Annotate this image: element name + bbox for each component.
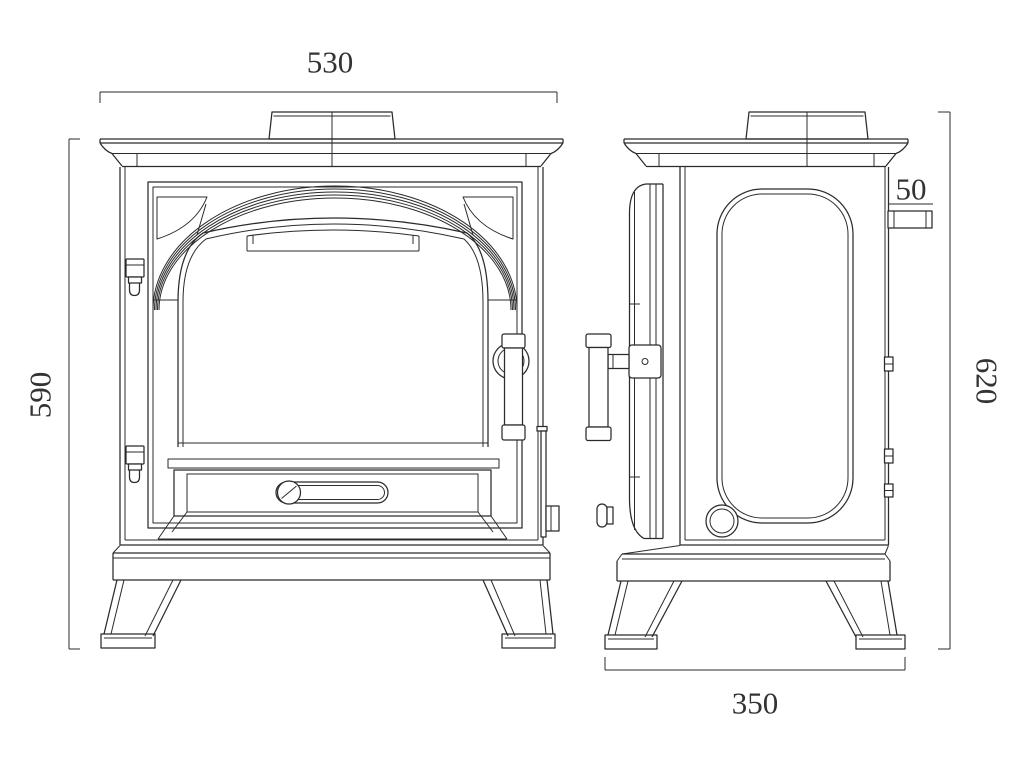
dim-width: 530: [99, 45, 558, 103]
front-top-plate: [99, 138, 564, 168]
side-view: [585, 111, 933, 650]
dim-height-total-label: 620: [970, 358, 1005, 405]
rear-flue-outlet: [887, 210, 933, 229]
front-leg-right: [482, 579, 556, 649]
side-leg-front: [604, 580, 683, 650]
side-door-handle: [585, 333, 662, 442]
dim-depth: 350: [604, 657, 906, 721]
side-top-plate: [623, 138, 909, 168]
side-body: [679, 167, 890, 546]
front-arch: [152, 185, 518, 311]
dim-width-label: 530: [307, 45, 354, 80]
front-baffle-plate: [246, 229, 420, 252]
side-leg-rear: [825, 580, 906, 650]
front-ash-drawer: [157, 458, 508, 540]
front-hinge-top: [125, 258, 145, 297]
side-panel-recess: [716, 188, 854, 524]
side-base-plinth: [616, 545, 891, 582]
front-base-plinth: [112, 545, 551, 581]
front-hinge-bottom: [125, 445, 145, 484]
dim-flue-offset: 50: [888, 172, 933, 207]
dim-flue-offset-label: 50: [896, 172, 927, 207]
side-panel-boss: [705, 504, 739, 538]
front-view: [99, 111, 564, 649]
front-door-latch: [536, 425, 560, 538]
side-riddling-knob: [596, 503, 614, 528]
front-door-handle: [492, 333, 530, 441]
front-leg-left: [100, 579, 182, 649]
dim-height-total: 620: [938, 111, 1005, 650]
dim-height-front: 590: [23, 138, 80, 650]
drawer-slot-handle: [275, 481, 389, 504]
dimension-annotations: 530 590 50 620 350: [23, 45, 1005, 721]
side-rear-clips: [883, 356, 894, 498]
front-glass-opening: [177, 217, 489, 447]
dim-depth-label: 350: [732, 686, 779, 721]
dim-height-front-label: 590: [23, 372, 58, 419]
